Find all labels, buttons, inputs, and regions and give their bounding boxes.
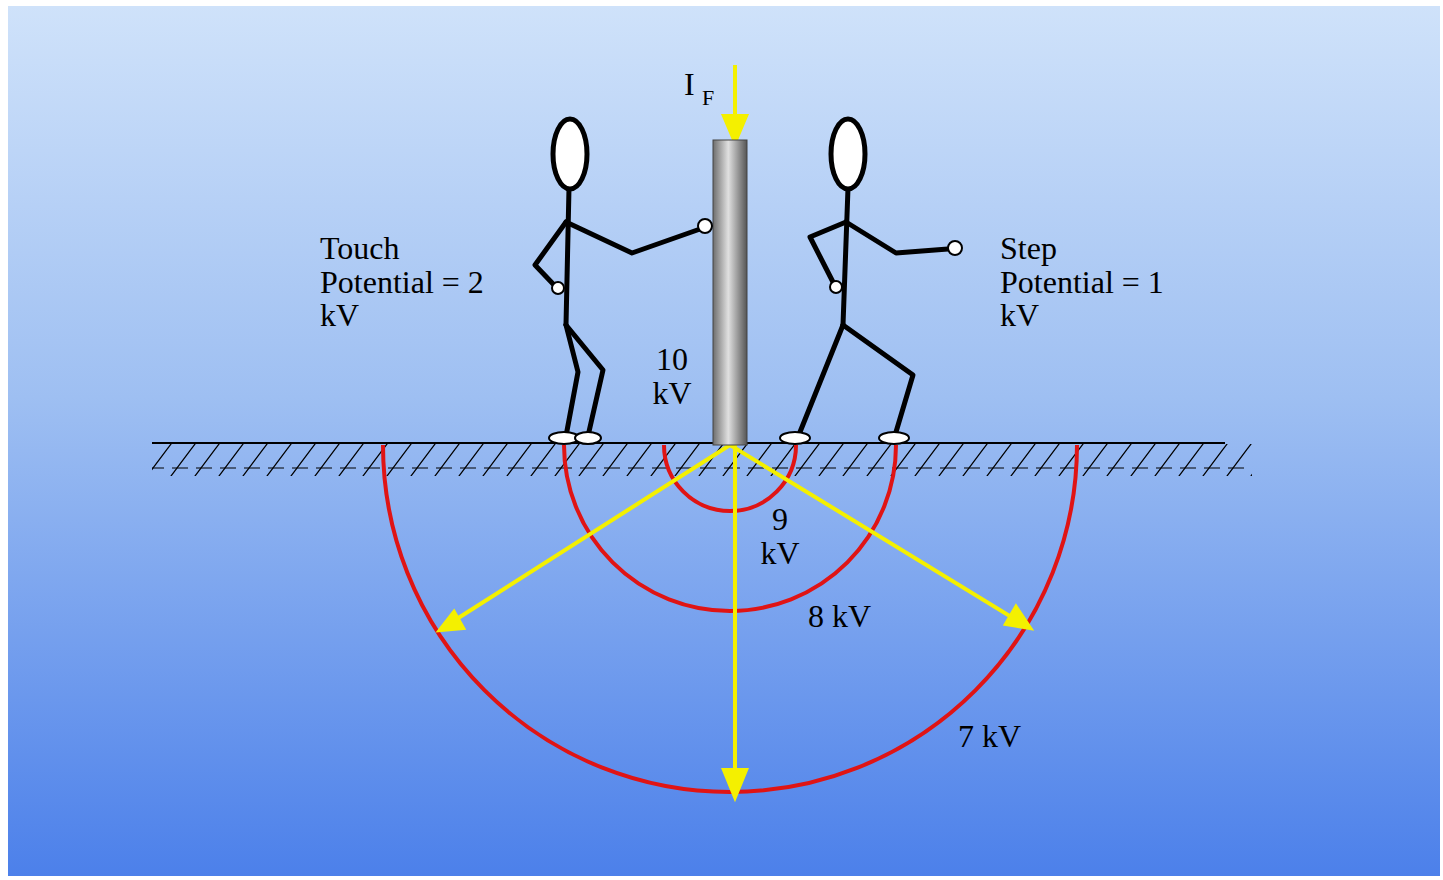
touch-figure bbox=[535, 119, 703, 436]
step-figure-hands-feet bbox=[780, 241, 962, 444]
equipotential-arc bbox=[664, 445, 796, 511]
step-potential-note: Step Potential = 1 kV bbox=[1000, 232, 1175, 333]
soil-hatching bbox=[152, 444, 1252, 476]
step-figure bbox=[800, 119, 948, 432]
pole-voltage: 10 kV bbox=[640, 343, 704, 410]
current-arrows bbox=[440, 65, 1030, 797]
touch-figure-hands-feet bbox=[549, 219, 712, 444]
current-subscript: F bbox=[702, 86, 726, 109]
equipotential-arc bbox=[383, 445, 1077, 792]
arc-voltage: 7 kV bbox=[958, 720, 1058, 754]
ground-line bbox=[152, 442, 1225, 444]
arc-voltage: 8 kV bbox=[808, 600, 908, 634]
equipotential-arc bbox=[564, 445, 896, 611]
touch-potential-note: Touch Potential = 2 kV bbox=[320, 232, 495, 333]
arc-voltage: 9 kV bbox=[752, 503, 808, 570]
grounded-pole bbox=[713, 140, 747, 445]
